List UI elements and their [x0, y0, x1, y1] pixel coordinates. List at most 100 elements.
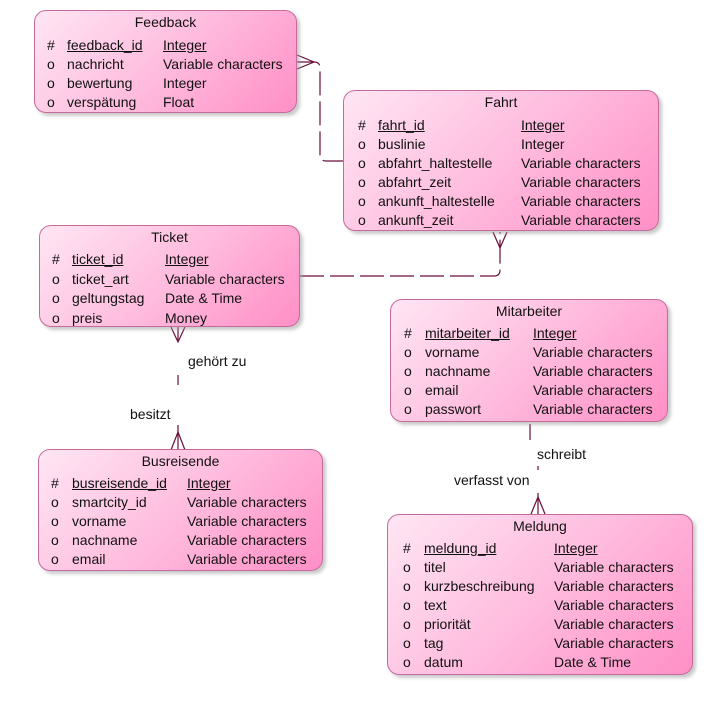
attribute-type: Variable characters — [554, 597, 674, 613]
attribute-type: Variable characters — [187, 494, 307, 510]
attribute-type: Variable characters — [554, 578, 674, 594]
primary-key-row: # ticket_id Integer — [40, 250, 299, 269]
attribute-marker: # — [404, 325, 412, 341]
attribute-marker: o — [358, 212, 366, 228]
attribute-marker: o — [404, 344, 412, 360]
attribute-marker: o — [403, 578, 411, 594]
attribute-name: mitarbeiter_id — [425, 325, 510, 341]
attribute-name: preis — [72, 309, 103, 326]
attribute-name: passwort — [425, 401, 482, 417]
attribute-type: Variable characters — [554, 635, 674, 651]
attribute-marker: o — [47, 94, 55, 110]
attribute-type: Variable characters — [533, 401, 653, 417]
attribute-marker: o — [403, 597, 411, 613]
attribute-marker: o — [47, 56, 55, 72]
relation-label-gehoert-zu: gehört zu — [188, 353, 247, 369]
attribute-type: Integer — [163, 37, 207, 53]
attribute-row: o bewertung Integer — [35, 74, 296, 93]
attribute-type: Integer — [163, 75, 207, 91]
attribute-name: ankunft_haltestelle — [378, 193, 495, 209]
attribute-name: titel — [424, 559, 446, 575]
attribute-name: ticket_id — [72, 251, 124, 267]
attribute-marker: # — [52, 251, 60, 267]
attribute-name: priorität — [424, 616, 471, 632]
attribute-type: Variable characters — [521, 193, 641, 209]
attribute-type: Variable characters — [521, 174, 641, 190]
attribute-name: vorname — [425, 344, 480, 360]
attribute-name: email — [72, 551, 106, 567]
attribute-name: kurzbeschreibung — [424, 578, 535, 594]
attribute-marker: o — [52, 290, 60, 306]
attribute-name: abfahrt_haltestelle — [378, 155, 493, 171]
attribute-name: bewertung — [67, 75, 133, 91]
attribute-name: fahrt_id — [378, 117, 425, 133]
attribute-marker: # — [403, 540, 411, 556]
attribute-row: o ankunft_zeit Variable characters — [344, 211, 658, 230]
attribute-name: abfahrt_zeit — [378, 174, 452, 190]
attribute-marker: o — [358, 155, 366, 171]
attribute-type: Variable characters — [521, 212, 641, 228]
attribute-type: Date & Time — [165, 290, 243, 306]
attribute-type: Variable characters — [554, 616, 674, 632]
attribute-marker: o — [47, 75, 55, 91]
entity-title: Busreisende — [141, 453, 220, 469]
attribute-marker: o — [403, 635, 411, 651]
mitarbeiter-meldung-line — [529, 424, 539, 514]
attribute-type: Float — [163, 94, 195, 110]
attribute-name: nachname — [72, 532, 138, 548]
attribute-type: Variable characters — [187, 551, 307, 567]
attribute-marker: # — [51, 475, 59, 491]
attribute-marker: o — [52, 270, 60, 287]
attribute-name: text — [424, 597, 447, 613]
attribute-marker: o — [403, 559, 411, 575]
attribute-name: verspätung — [67, 94, 137, 110]
attribute-marker: o — [52, 309, 60, 326]
entity-title: Mitarbeiter — [495, 303, 563, 319]
attribute-name: busreisende_id — [72, 475, 167, 491]
attribute-row: o abfahrt_haltestelle Variable characters — [344, 154, 658, 173]
relation-label-besitzt: besitzt — [130, 406, 171, 422]
attribute-type: Variable characters — [187, 513, 307, 529]
attribute-name: ankunft_zeit — [378, 212, 454, 228]
attribute-marker: # — [47, 37, 55, 53]
attribute-marker: # — [358, 117, 366, 133]
attribute-marker: o — [358, 193, 366, 209]
attribute-type: Variable characters — [533, 344, 653, 360]
attribute-marker: o — [51, 551, 59, 567]
attribute-type: Variable characters — [521, 155, 641, 171]
attribute-type: Integer — [165, 251, 209, 267]
attribute-name: tag — [424, 635, 444, 651]
attribute-marker: o — [51, 494, 59, 510]
attribute-type: Variable characters — [165, 270, 285, 287]
attribute-type: Integer — [521, 136, 565, 152]
attribute-name: email — [425, 382, 459, 398]
feedback-crowfoot — [296, 54, 316, 70]
attribute-row: o verspätung Float — [35, 93, 296, 112]
ticket-fahrt-line — [300, 232, 501, 277]
meldung-crowfoot — [530, 495, 546, 515]
attribute-type: Variable characters — [533, 363, 653, 379]
attribute-row: o kurzbeschreibung Variable characters — [388, 577, 692, 596]
